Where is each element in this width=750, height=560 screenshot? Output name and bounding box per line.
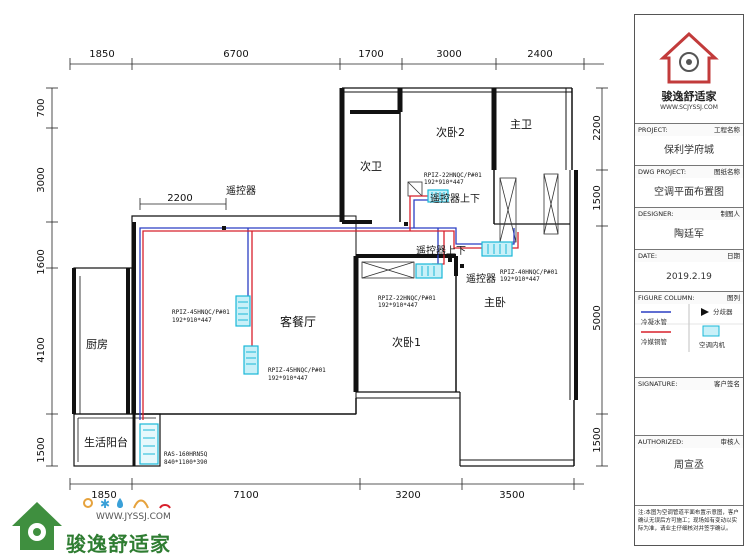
- room-master-bath: 主卫: [510, 118, 532, 131]
- unit-living2-size: 192*910*447: [268, 375, 308, 382]
- dim-bottom-4: 3500: [499, 490, 524, 501]
- dim-top-4: 3000: [436, 49, 461, 60]
- unit-living1-model: RPIZ-45HNQC/P#01: [172, 309, 230, 316]
- dim-top-5: 2400: [527, 49, 552, 60]
- date-value: 2019.2.19: [666, 272, 712, 282]
- label-remote-2: 遥控器上下: [430, 192, 480, 205]
- dim-left-5: 1500: [36, 437, 47, 462]
- row-note: 注:本图为空调管道平面布置示意图，客户确认无误后方可施工；现场如有变动以实际为准…: [635, 505, 743, 545]
- row-dwg: DWG PROJECT:图纸名称 空调平面布置图: [635, 165, 743, 208]
- outdoor-model: RAS-160HRN5Q: [164, 451, 208, 458]
- row-signature: SIGNATURE:客户签名: [635, 377, 743, 442]
- footer-logo: ✱ WWW.JYSSJ.COM 骏逸舒适家: [10, 494, 200, 556]
- dim-right-3: 5000: [592, 305, 603, 330]
- room-master-bedroom: 主卧: [484, 296, 506, 309]
- dim-bottom-3: 3200: [395, 490, 420, 501]
- unit-bed2-size: 192*910*447: [424, 179, 464, 186]
- dim-top-3: 1700: [358, 49, 383, 60]
- unit-master-size: 192*910*447: [500, 276, 540, 283]
- dimension-top: [69, 58, 604, 210]
- outdoor-size: 840*1100*390: [164, 459, 208, 466]
- shafts: [361, 173, 559, 279]
- dim-left-4: 4100: [36, 337, 47, 362]
- room-second-bedroom-1: 次卧1: [392, 335, 421, 349]
- unit-bed1-model: RPIZ-22HNQC/P#01: [378, 295, 436, 302]
- unit-master-model: RPIZ-40HNQC/P#01: [500, 269, 558, 276]
- outdoor-unit: [139, 423, 159, 465]
- title-url: WWW.SCJYSSJ.COM: [660, 103, 718, 111]
- refrigerant-pipes: [142, 195, 519, 420]
- project-value: 保利学府城: [664, 145, 714, 156]
- room-second-bedroom-2: 次卧2: [436, 125, 465, 139]
- row-authorized: AUTHORIZED:审核人 周宣丞: [635, 435, 743, 484]
- room-living-dining: 客餐厅: [280, 314, 316, 329]
- auth-value: 周宣丞: [674, 460, 704, 471]
- row-designer: DESIGNER:制图人 陶廷军: [635, 207, 743, 250]
- dimension-left: [46, 87, 58, 467]
- dim-right-4: 1500: [592, 427, 603, 452]
- legend-indoor: 空调内机: [699, 341, 725, 349]
- legend-refrigerant: 冷媒铜管: [641, 338, 667, 346]
- room-second-bath: 次卫: [360, 159, 382, 173]
- unit-living2-model: RPIZ-45HNQC/P#01: [268, 367, 326, 374]
- designer-value: 陶廷军: [674, 229, 704, 240]
- indoor-unit-bedroom1: [415, 263, 443, 279]
- dimension-right: [596, 87, 608, 467]
- footer-brand: 骏逸舒适家: [66, 532, 171, 556]
- dim-top-1: 1850: [89, 49, 114, 60]
- dim-left-3: 1600: [36, 249, 47, 274]
- dwg-value: 空调平面布置图: [654, 187, 724, 198]
- unit-living1-size: 192*910*447: [172, 317, 212, 324]
- floor-plan: 1850 6700 1700 3000 2400 2200 1850 7100 …: [36, 49, 608, 501]
- indoor-unit-living-2: [243, 345, 259, 375]
- footer-url: WWW.JYSSJ.COM: [96, 512, 171, 522]
- dim-right-2: 1500: [592, 185, 603, 210]
- unit-bed1-size: 192*910*447: [378, 302, 418, 309]
- label-remote-3: 遥控器上下: [416, 244, 466, 257]
- remote-markers: [222, 222, 464, 268]
- label-remote-4: 遥控器: [466, 272, 496, 285]
- footer-house-icon: [12, 502, 62, 550]
- row-project: PROJECT:工程名称 保利学府城: [635, 123, 743, 166]
- note-text: 注:本图为空调管道平面布置示意图，客户确认无误后方可施工；现场如有变动以实际为准…: [638, 510, 739, 532]
- title-logo: 骏逸舒适家 WWW.SCJYSSJ.COM: [635, 15, 743, 123]
- room-utility-balcony: 生活阳台: [84, 435, 128, 449]
- indoor-unit-living-1: [235, 295, 251, 327]
- dim-left-1: 700: [36, 98, 47, 117]
- title-brand: 骏逸舒适家: [661, 89, 717, 103]
- title-block: 骏逸舒适家 WWW.SCJYSSJ.COM PROJECT:工程名称 保利学府城…: [634, 14, 744, 546]
- label-remote-1: 遥控器: [226, 184, 256, 197]
- indoor-unit-bedroom2: [427, 189, 449, 203]
- walls: [72, 87, 578, 467]
- row-date: DATE:日期 2019.2.19: [635, 249, 743, 292]
- dim-left-2: 3000: [36, 167, 47, 192]
- row-figure: FIGURE COLUMN:图列 冷凝水管 分歧器 冷媒铜管 空调内机: [635, 291, 743, 352]
- room-kitchen: 厨房: [86, 338, 108, 351]
- svg-text:✱: ✱: [100, 497, 110, 511]
- legend-water: 冷凝水管: [641, 318, 667, 326]
- unit-bed2-model: RPIZ-22HNQC/P#01: [424, 172, 482, 179]
- dim-bottom-2: 7100: [233, 490, 258, 501]
- legend-symbols: [635, 304, 743, 352]
- dim-bottom-1: 1850: [91, 490, 116, 501]
- footer-weather-icons: ✱: [83, 497, 171, 511]
- dim-top-2: 6700: [223, 49, 248, 60]
- dim-right-1: 2200: [592, 115, 603, 140]
- indoor-unit-master: [481, 241, 513, 257]
- house-logo-icon: [659, 31, 719, 83]
- legend-splitter: 分歧器: [713, 308, 733, 316]
- dim-top-inner: 2200: [167, 193, 192, 204]
- dimension-bottom: [69, 478, 584, 490]
